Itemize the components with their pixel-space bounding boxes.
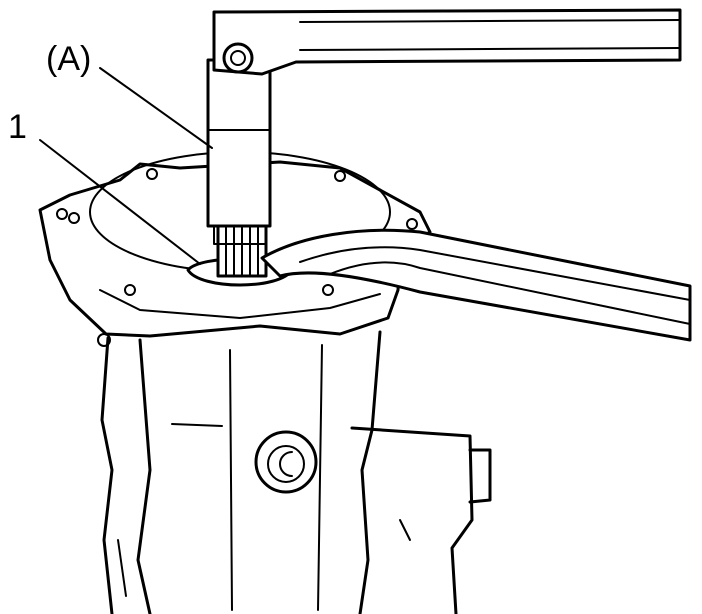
label-tool-a: (A) xyxy=(46,40,91,78)
leader-line-1 xyxy=(39,139,201,265)
label-part-1: 1 xyxy=(8,108,27,146)
holder-wrench xyxy=(260,228,692,342)
leader-line-a xyxy=(99,67,213,149)
transmission-case xyxy=(100,330,492,614)
case-plug xyxy=(254,430,318,494)
socket-tool xyxy=(206,8,682,245)
